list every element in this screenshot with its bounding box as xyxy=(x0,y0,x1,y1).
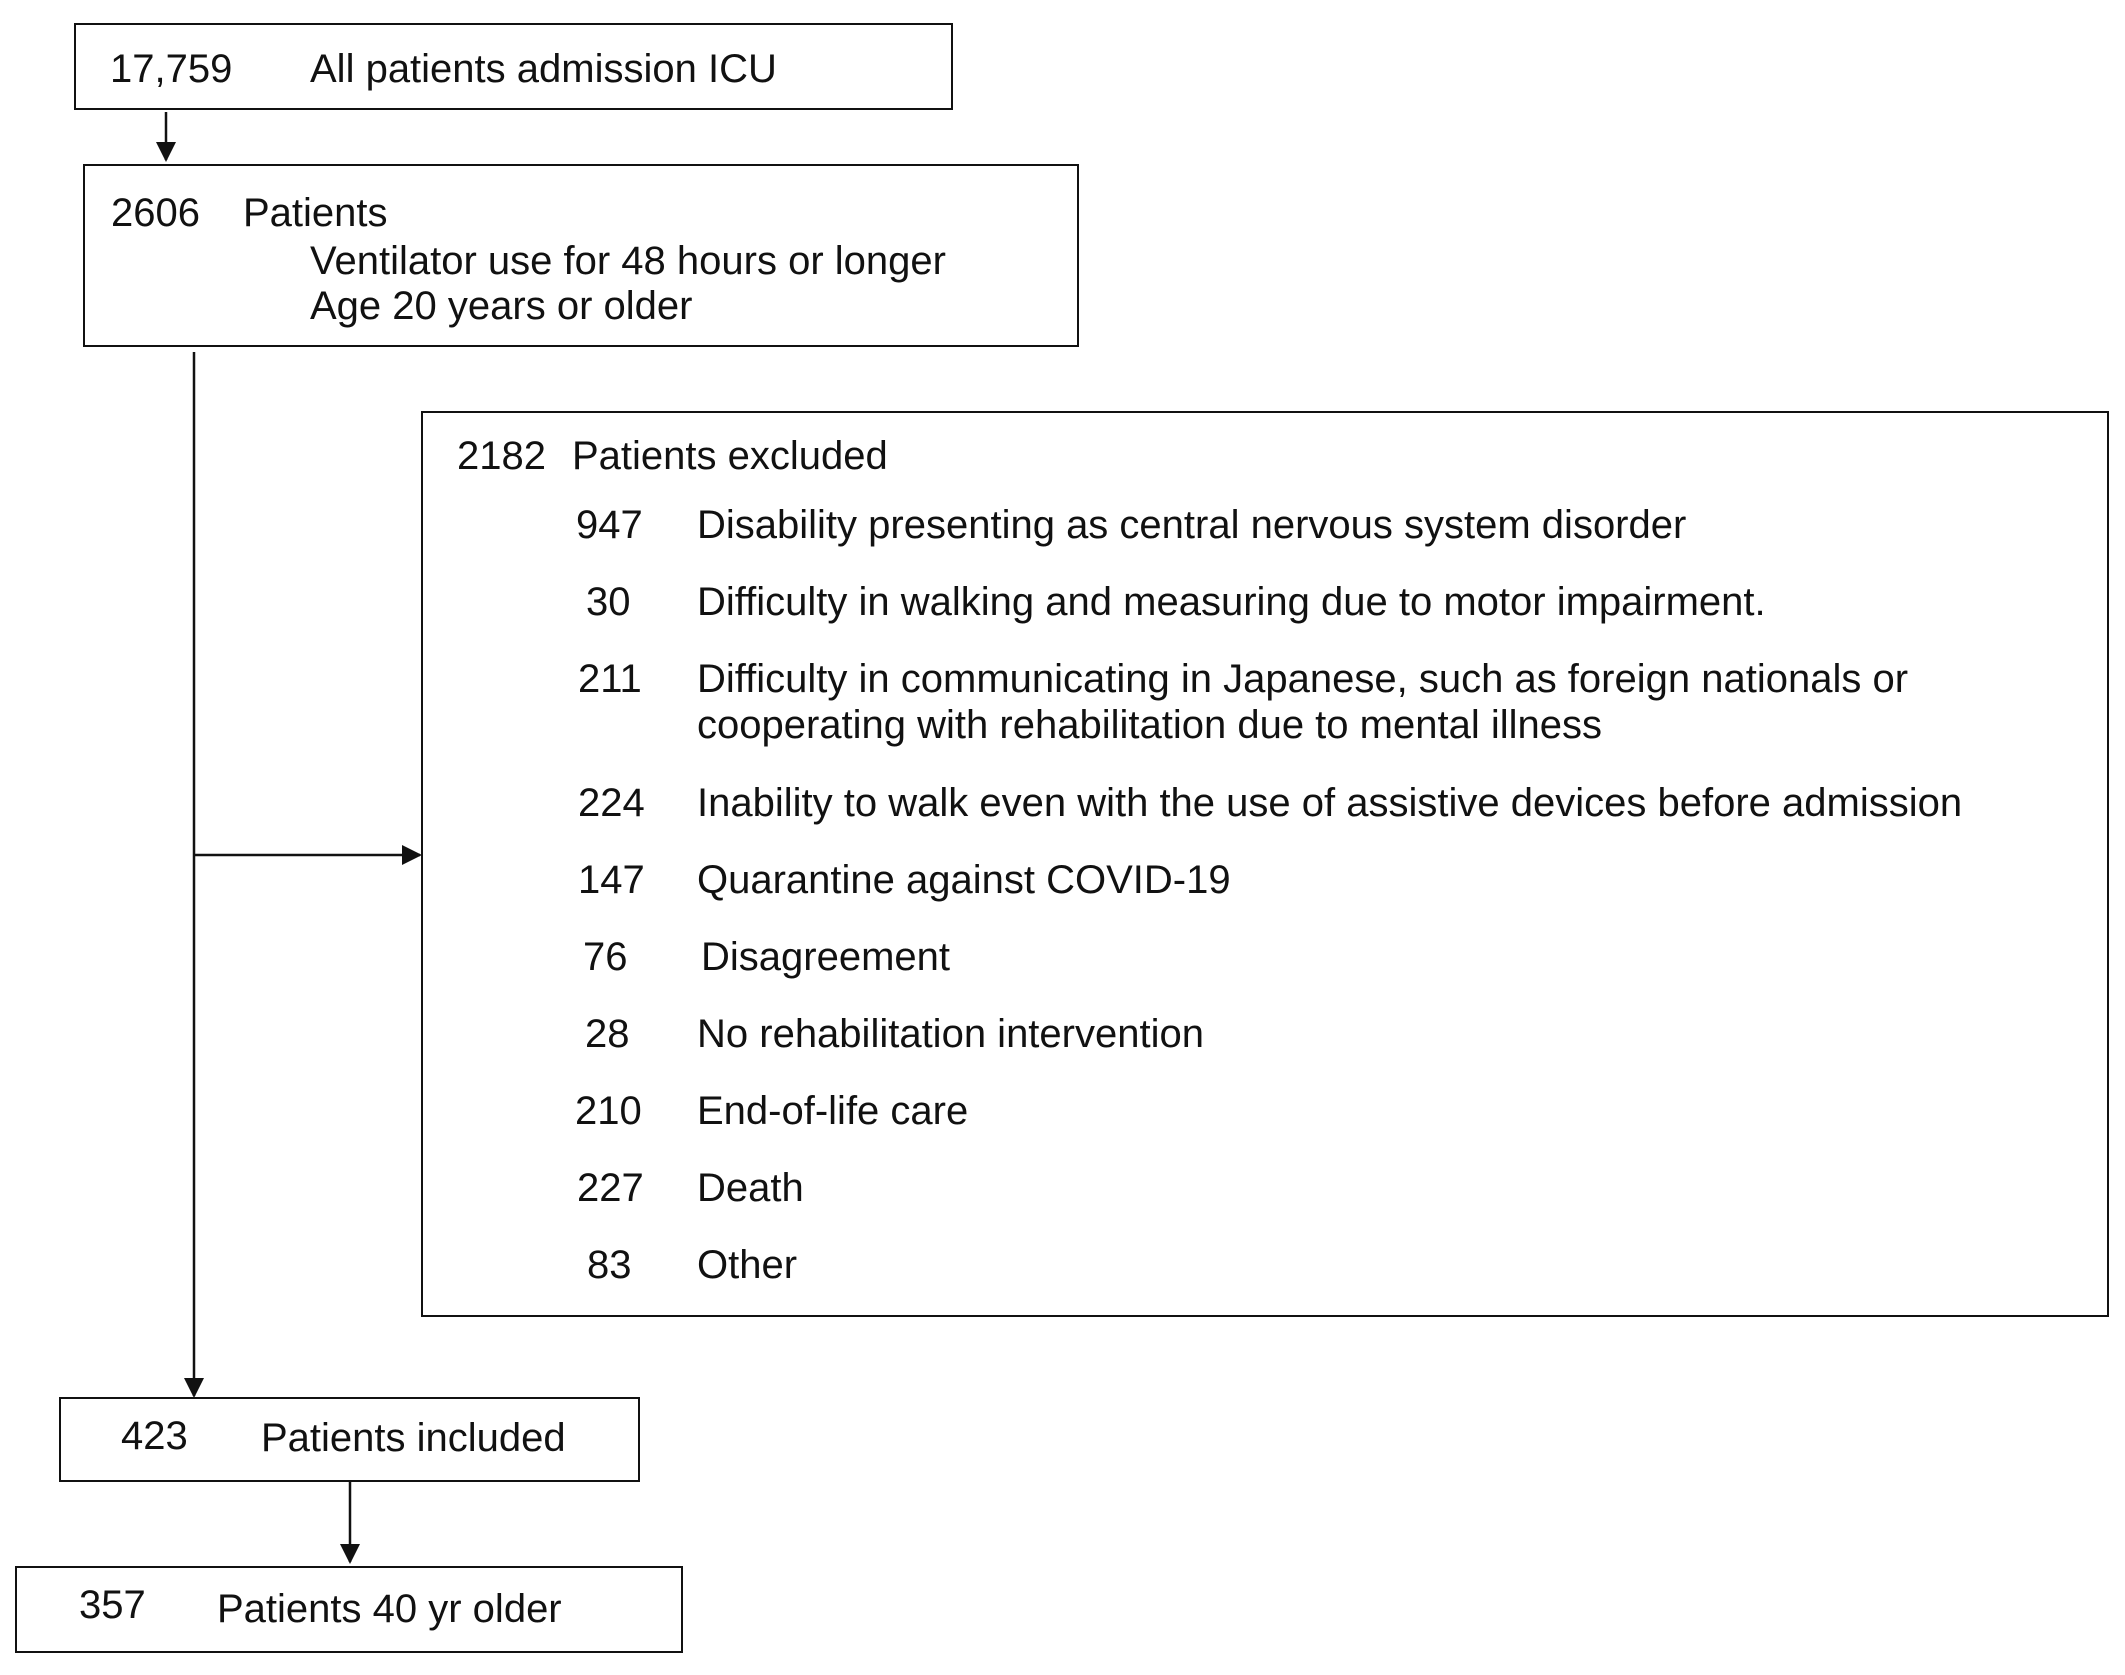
exclusion-reason: Disagreement xyxy=(701,935,951,979)
included-patients-box: 423 Patients included xyxy=(59,1397,640,1482)
older-label: Patients 40 yr older xyxy=(217,1587,562,1631)
included-count: 423 xyxy=(121,1414,188,1458)
exclusion-count: 224 xyxy=(578,781,645,825)
exclusion-count: 28 xyxy=(585,1012,630,1056)
eligible-criterion: Age 20 years or older xyxy=(310,284,693,328)
exclusion-reason: Quarantine against COVID-19 xyxy=(697,858,1231,902)
all-admissions-count: 17,759 xyxy=(110,47,233,91)
included-label: Patients included xyxy=(261,1416,566,1460)
exclusion-count: 76 xyxy=(583,935,628,979)
exclusion-count: 211 xyxy=(578,657,642,701)
older-patients-box: 357 Patients 40 yr older xyxy=(15,1566,683,1653)
exclusion-count: 30 xyxy=(586,580,631,624)
eligible-criterion: Ventilator use for 48 hours or longer xyxy=(310,239,946,283)
exclusion-reason: Disability presenting as central nervous… xyxy=(697,503,1687,547)
exclusion-count: 147 xyxy=(578,858,645,902)
exclusion-count: 227 xyxy=(577,1166,644,1210)
all-admissions-box: 17,759 All patients admission ICU xyxy=(74,23,953,110)
eligible-label: Patients xyxy=(243,191,388,235)
exclusion-reason: Difficulty in walking and measuring due … xyxy=(697,580,1766,624)
all-admissions-label: All patients admission ICU xyxy=(310,47,777,91)
exclusion-count: 210 xyxy=(575,1089,642,1133)
exclusion-count: 947 xyxy=(576,503,643,547)
exclusion-count: 83 xyxy=(587,1243,632,1287)
eligible-patients-box: 2606 Patients Ventilator use for 48 hour… xyxy=(83,164,1079,347)
excluded-patients-box: 2182 Patients excluded 947 Disability pr… xyxy=(421,411,2109,1317)
exclusion-reason: Difficulty in communicating in Japanese,… xyxy=(697,657,1909,747)
eligible-count: 2606 xyxy=(111,191,200,235)
exclusion-reason: End-of-life care xyxy=(697,1089,969,1133)
exclusion-reason: Inability to walk even with the use of a… xyxy=(697,781,1963,825)
exclusion-reason: Death xyxy=(697,1166,804,1210)
excluded-count: 2182 xyxy=(457,434,546,478)
older-count: 357 xyxy=(79,1583,146,1627)
exclusion-reason: Other xyxy=(697,1243,798,1287)
excluded-label: Patients excluded xyxy=(572,434,888,478)
exclusion-reason: No rehabilitation intervention xyxy=(697,1012,1204,1056)
